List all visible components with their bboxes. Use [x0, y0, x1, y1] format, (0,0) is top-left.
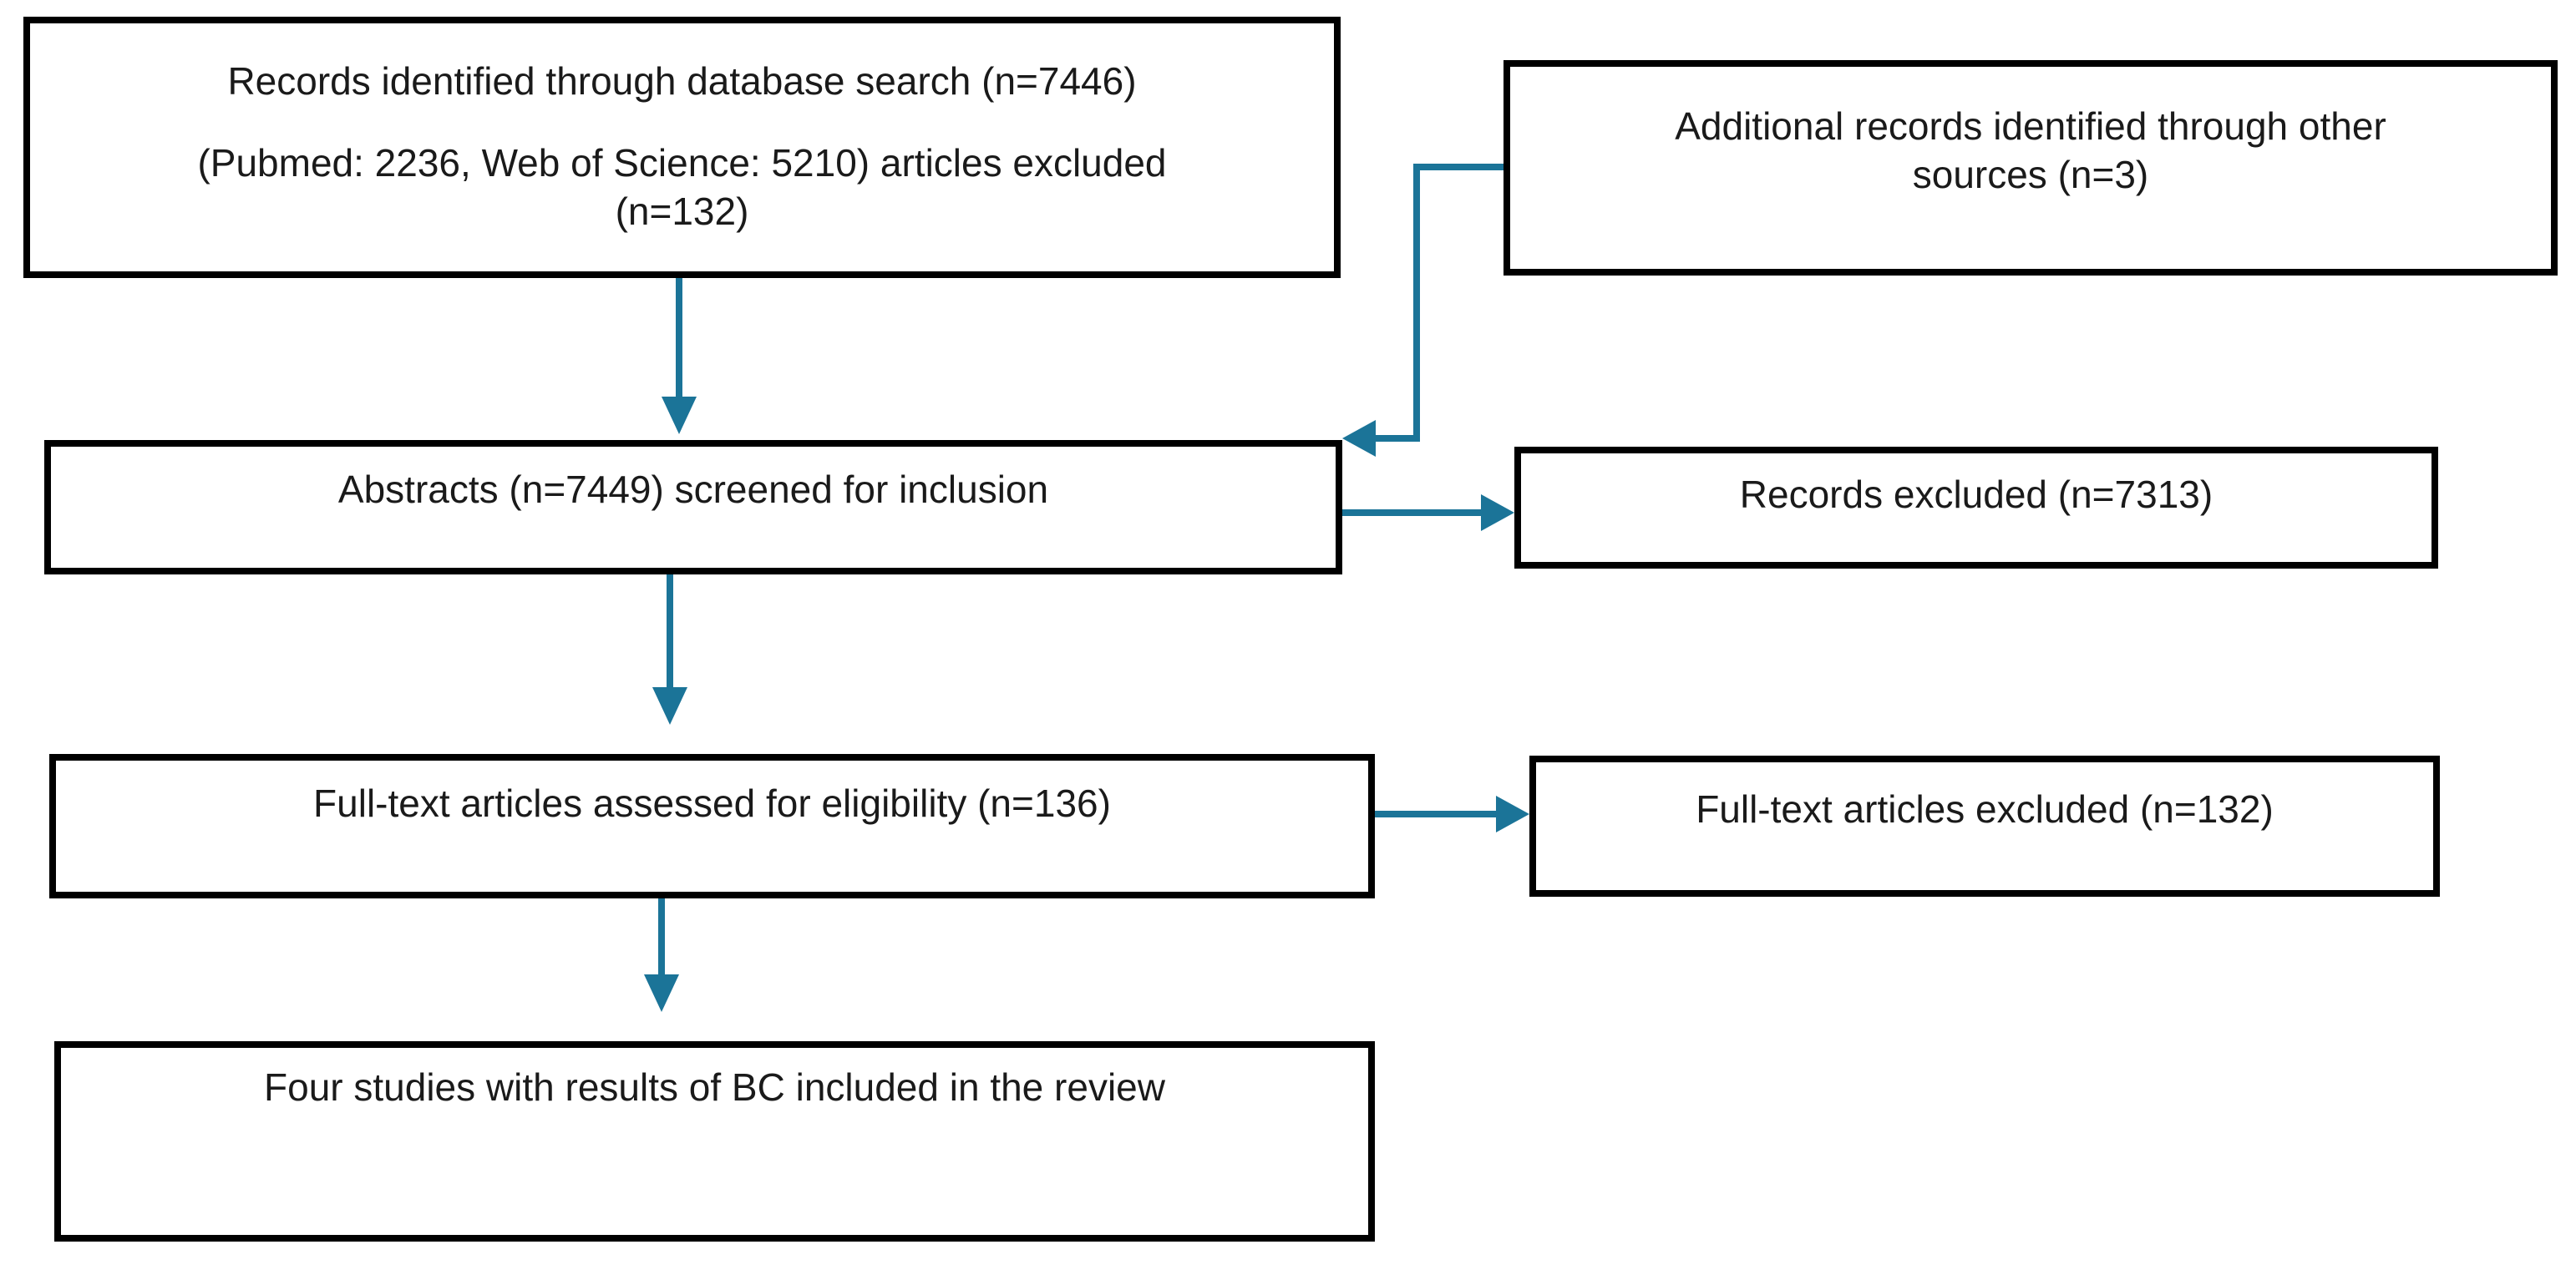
- arrow-line: [667, 574, 673, 689]
- box-text-line: Full-text articles assessed for eligibil…: [313, 782, 1111, 825]
- box-text-line: Records excluded (n=7313): [1739, 473, 2213, 516]
- box-text-line: Records identified through database sear…: [227, 59, 1137, 103]
- connector-line: [1417, 164, 1504, 170]
- box-text-line: (n=132): [615, 190, 749, 233]
- arrowhead-right-icon: [1481, 494, 1514, 531]
- arrow-line: [658, 898, 665, 976]
- box-text-line: Abstracts (n=7449) screened for inclusio…: [337, 468, 1049, 511]
- box-fulltext-excluded: Full-text articles excluded (n=132): [1529, 756, 2440, 897]
- box-abstracts-screened: Abstracts (n=7449) screened for inclusio…: [44, 440, 1342, 574]
- arrowhead-down-icon: [644, 974, 679, 1012]
- arrowhead-down-icon: [662, 397, 697, 434]
- box-text-line: Additional records identified through ot…: [1675, 104, 2386, 148]
- box-text-line: sources (n=3): [1912, 153, 2149, 196]
- box-additional-records: Additional records identified through ot…: [1504, 60, 2558, 276]
- box-studies-included: Four studies with results of BC included…: [54, 1041, 1375, 1242]
- box-text-line: Four studies with results of BC included…: [264, 1065, 1165, 1109]
- box-records-excluded: Records excluded (n=7313): [1514, 447, 2438, 569]
- arrowhead-right-icon: [1496, 796, 1529, 832]
- box-records-identified: Records identified through database sear…: [23, 17, 1341, 278]
- arrow-line: [1342, 509, 1483, 516]
- box-text-line: Full-text articles excluded (n=132): [1696, 787, 2274, 831]
- arrowhead-down-icon: [652, 687, 687, 725]
- arrowhead-left-icon: [1342, 420, 1376, 457]
- arrow-line: [1375, 811, 1496, 817]
- arrow-line: [676, 278, 682, 401]
- connector-line: [1374, 435, 1420, 442]
- box-text-line: (Pubmed: 2236, Web of Science: 5210) art…: [197, 141, 1167, 185]
- box-fulltext-assessed: Full-text articles assessed for eligibil…: [49, 754, 1375, 898]
- connector-line: [1413, 164, 1420, 442]
